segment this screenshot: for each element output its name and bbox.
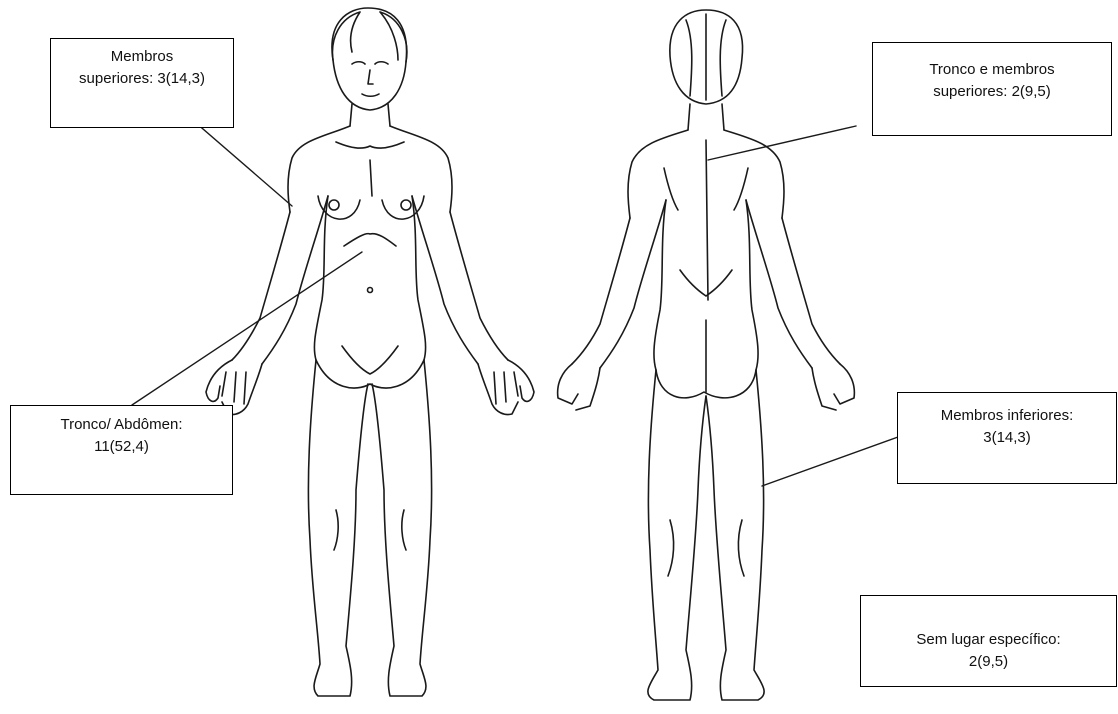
back-right-leg xyxy=(706,370,764,700)
front-right-arm xyxy=(412,196,508,364)
label-membros-superiores-line2: superiores: 3(14,3) xyxy=(79,68,205,90)
back-body-figure xyxy=(558,10,855,700)
front-hair xyxy=(332,12,406,62)
label-sem-lugar-especifico: Sem lugar específico: 2(9,5) xyxy=(860,595,1117,687)
front-left-arm xyxy=(232,196,328,364)
label-membros-inferiores: Membros inferiores: 3(14,3) xyxy=(897,392,1117,484)
label-membros-superiores-line1: Membros xyxy=(111,46,174,68)
label-membros-inferiores-line1: Membros inferiores: xyxy=(941,405,1074,427)
front-body-figure xyxy=(206,8,534,696)
label-membros-superiores: Membros superiores: 3(14,3) xyxy=(50,38,234,128)
front-right-hand xyxy=(478,360,534,415)
label-tronco-abdomen-line1: Tronco/ Abdômen: xyxy=(60,414,182,436)
leader-membros-inferiores xyxy=(762,437,898,486)
label-tronco-membros-superiores: Tronco e membros superiores: 2(9,5) xyxy=(872,42,1112,136)
label-tronco-abdomen: Tronco/ Abdômen: 11(52,4) xyxy=(10,405,233,495)
label-tronco-membros-superiores-line1: Tronco e membros xyxy=(929,59,1054,81)
back-left-arm xyxy=(572,200,666,368)
back-left-leg xyxy=(648,370,706,700)
leader-tronco-abdomen xyxy=(132,252,362,405)
label-membros-inferiores-line2: 3(14,3) xyxy=(983,427,1031,449)
back-right-arm xyxy=(746,200,840,368)
leader-membros-superiores xyxy=(188,116,292,206)
label-tronco-abdomen-line2: 11(52,4) xyxy=(94,436,149,458)
label-sem-lugar-especifico-line2: 2(9,5) xyxy=(969,651,1008,673)
label-tronco-membros-superiores-line2: superiores: 2(9,5) xyxy=(933,81,1051,103)
label-sem-lugar-especifico-line1: Sem lugar específico: xyxy=(916,629,1060,651)
